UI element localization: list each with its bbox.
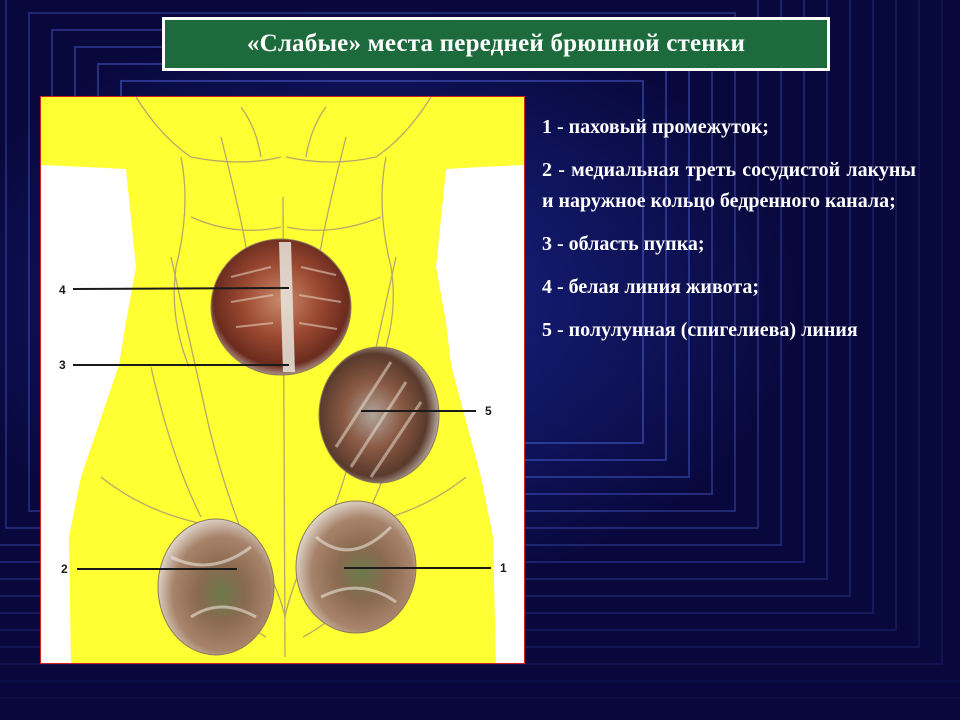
muscle-fibers-b [334,361,423,478]
callout-3: 3 [59,358,66,372]
torso-silhouette [41,97,524,663]
background-frame [0,0,943,665]
callout-1: 1 [500,561,507,575]
legend-item: 1 - паховый промежуток; [542,116,769,138]
legend-item: 5 - полулунная (спигелиева) линия [542,319,858,341]
anatomy-illustration: 4 3 5 2 1 [41,97,524,663]
callout-2: 2 [61,562,68,576]
callout-5: 5 [485,404,492,418]
legend-item: 2 - медиальная треть сосудистой лакуны и… [542,159,916,212]
slide-title: «Слабые» места передней брюшной стенки [246,30,746,57]
background-frame [0,0,960,682]
legend: 1 - паховый промежуток; 2 - медиальная т… [542,112,916,358]
dissection-femoral-canal [157,518,275,656]
legend-item: 4 - белая линия живота; [542,276,760,298]
muscle-fibers-c [170,525,397,619]
callout-4: 4 [59,283,66,297]
background-frame [0,0,960,699]
dissection-semilunar-line [318,346,440,484]
anatomy-figure: 4 3 5 2 1 [40,96,525,664]
muscle-fibers-a [230,266,342,330]
title-box: «Слабые» места передней брюшной стенки [162,17,830,71]
legend-item: 3 - область пупка; [542,233,705,255]
linea-alba-strip [279,242,295,372]
callout-lines [72,287,491,570]
